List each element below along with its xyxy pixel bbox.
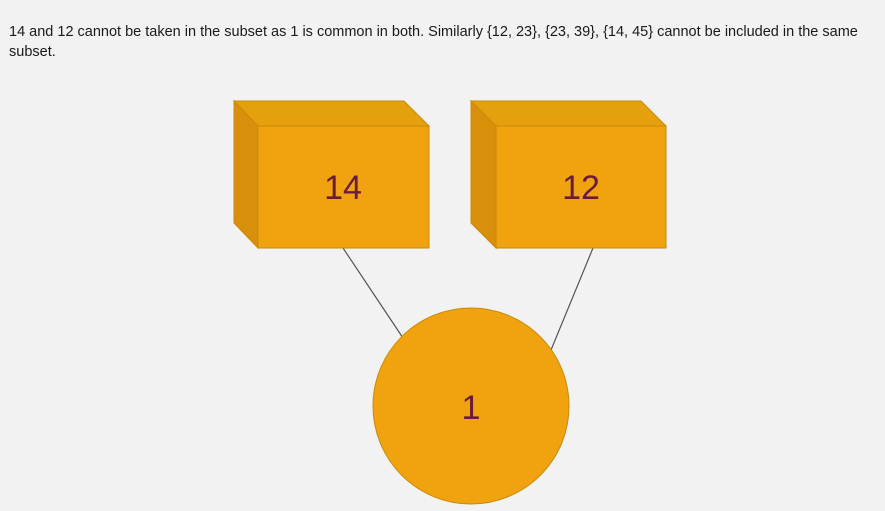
description-text: 14 and 12 cannot be taken in the subset … [9,24,858,60]
box-14-label: 14 [324,169,362,207]
box-12: 12 [469,99,668,250]
node-1-circle [372,307,570,505]
box-14-top-face [232,100,431,127]
node-1-label: 1 [462,389,481,427]
edge-14-to-1 [342,247,404,339]
box-14-front-face [257,125,430,249]
box-14-side-face [233,99,259,250]
box-12-label: 12 [562,169,600,207]
box-14: 14 [232,99,431,250]
box-12-front-face [495,125,667,249]
node-1: 1 [372,307,570,505]
box-12-top-face [469,100,668,127]
box-12-side-face [470,99,497,250]
edge-12-to-1 [550,247,594,351]
